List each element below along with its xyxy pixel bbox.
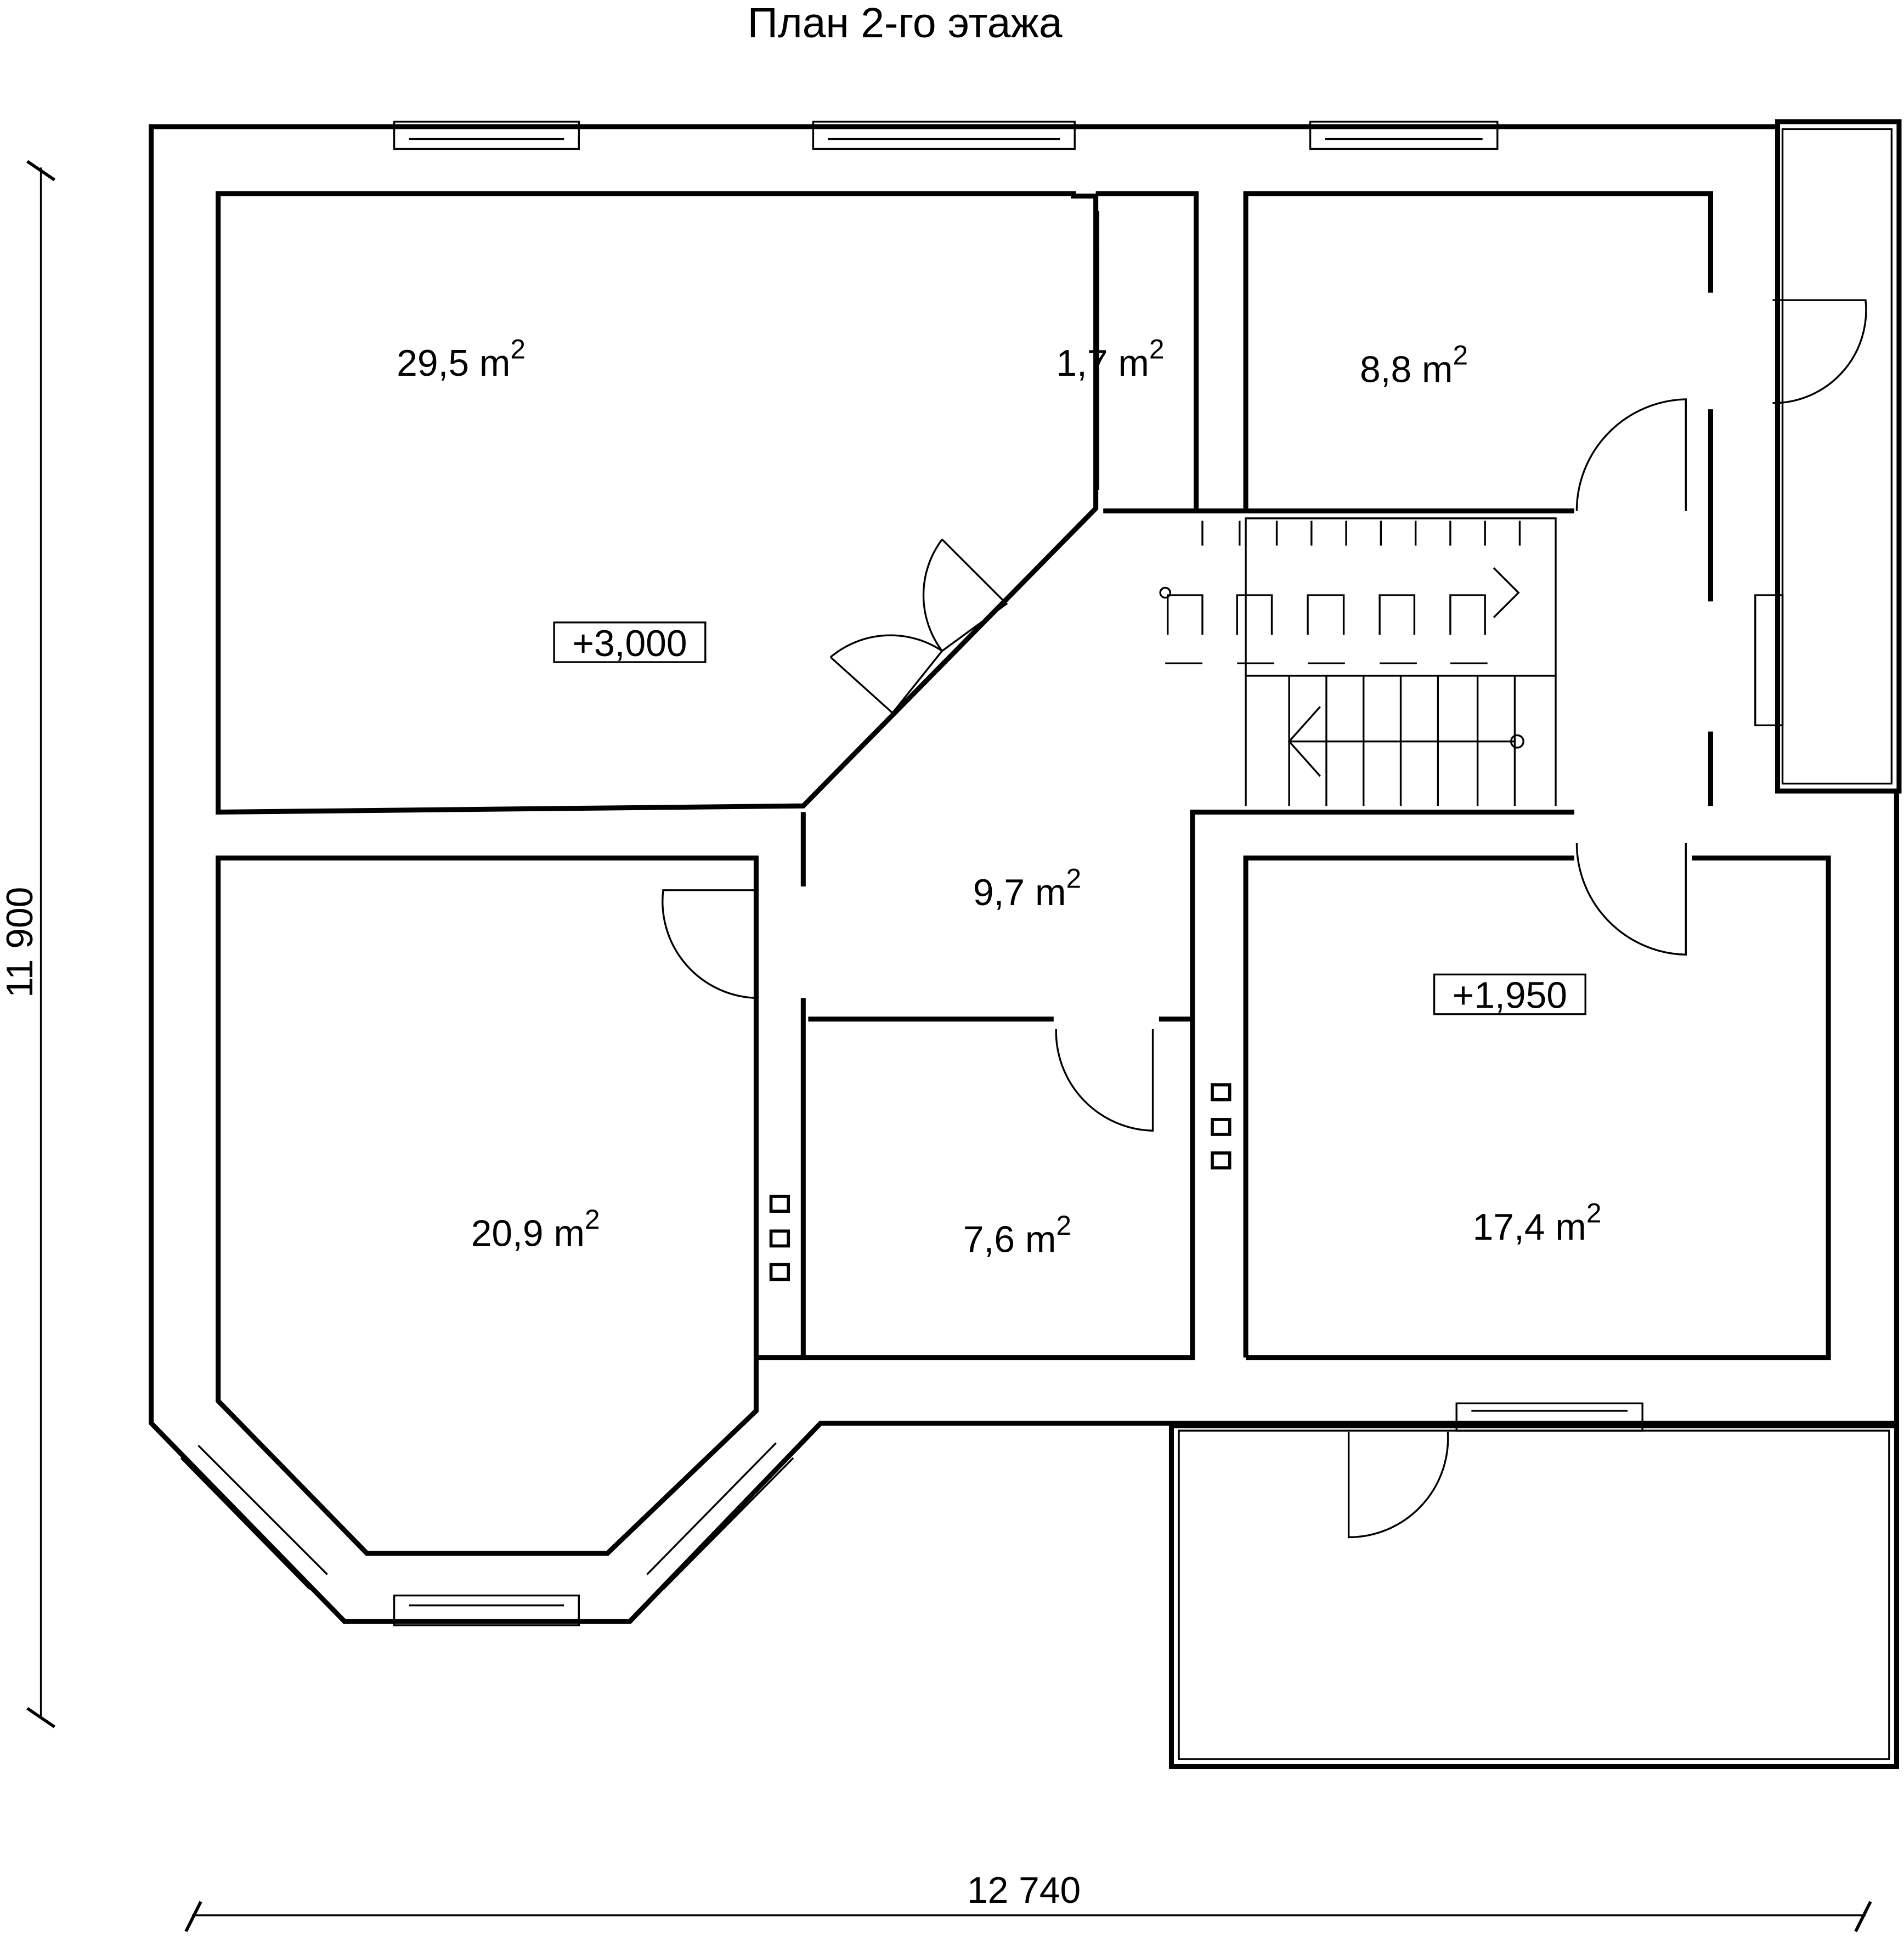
level-mark-box [553, 621, 707, 663]
room-area-label: 8,8 m2 [1360, 340, 1468, 391]
level-mark: +1,950 [1453, 975, 1567, 1016]
dimension-height: 11 900 [0, 887, 41, 998]
staircase [1159, 517, 1557, 806]
windows [180, 121, 1784, 1626]
dimension-width: 12 740 [967, 1870, 1081, 1911]
room-area-label: 17,4 m2 [1473, 1197, 1602, 1248]
room-outlines [216, 191, 1831, 1556]
level-mark: +3,000 [572, 623, 687, 664]
balcony [1168, 1423, 1899, 1770]
room-area-label: 29,5 m2 [397, 334, 526, 384]
room-area-label: 20,9 m2 [471, 1204, 600, 1254]
room-area-label: 7,6 m2 [963, 1210, 1071, 1261]
plan-title: План 2-го этажа [748, 0, 1063, 47]
room-area-label: 1,7 m2 [1056, 334, 1164, 384]
dimension-lines [26, 160, 1872, 1932]
ventilation-ducts [769, 1083, 1231, 1281]
doors [662, 211, 1867, 1539]
level-mark-box [1433, 973, 1586, 1015]
room-area-label: 9,7 m2 [973, 863, 1081, 913]
